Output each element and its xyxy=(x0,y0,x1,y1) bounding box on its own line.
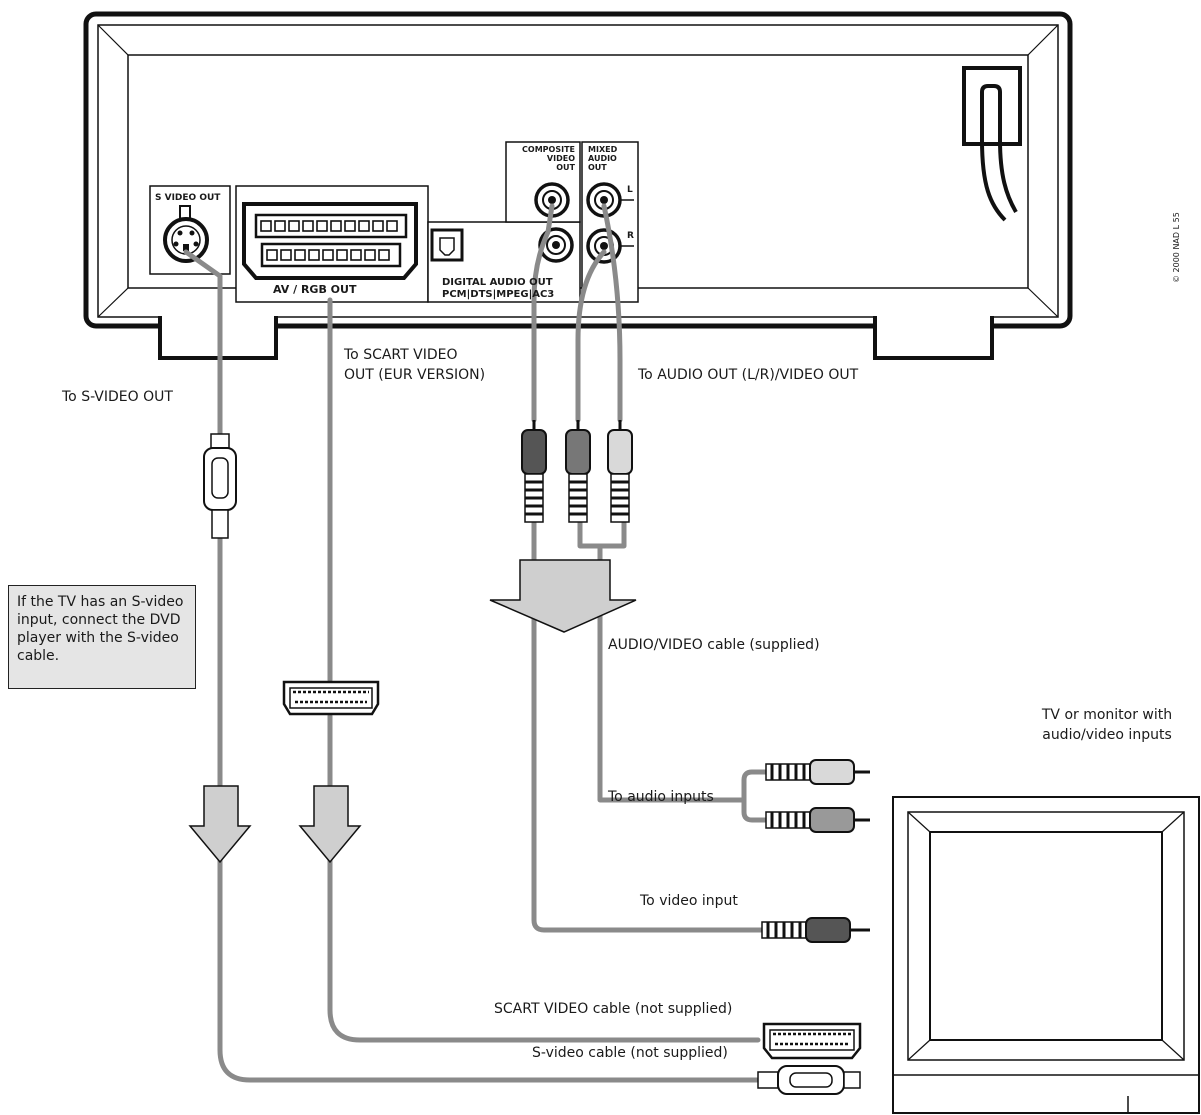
av-cable-label: AUDIO/VIDEO cable (supplied) xyxy=(608,637,820,653)
copyright-text: © 2000 NAD L 55 xyxy=(1172,212,1181,283)
composite-label-3: OUT xyxy=(556,163,575,172)
tv-plug-scart xyxy=(762,1022,862,1060)
mixed-audio-label-2: AUDIO xyxy=(588,154,617,163)
digital-audio-out-label: DIGITAL AUDIO OUT xyxy=(442,277,553,288)
tv-plug-video xyxy=(761,917,870,943)
audio-cable-right-top xyxy=(575,249,607,423)
composite-label-2: VIDEO xyxy=(546,154,575,163)
rca-plug-audio-white xyxy=(607,420,633,523)
channel-right-label: R xyxy=(627,231,634,241)
audio-cable-left-top xyxy=(601,203,623,423)
rca-plug-audio-red xyxy=(565,420,591,523)
scart-cable xyxy=(327,297,761,1043)
to-svideo-out-label: To S-VIDEO OUT xyxy=(62,389,173,405)
svideo-out-label: S VIDEO OUT xyxy=(155,193,221,203)
tv-monitor xyxy=(892,796,1200,1114)
tv-caption-line2: audio/video inputs xyxy=(1042,727,1172,743)
scart-out-port xyxy=(235,185,429,303)
svideo-plug-top xyxy=(203,433,237,539)
digital-audio-out-port xyxy=(427,221,581,303)
to-audio-inputs-label: To audio inputs xyxy=(608,789,714,805)
scart-cable-label: SCART VIDEO cable (not supplied) xyxy=(494,1001,733,1017)
composite-cable-down xyxy=(531,519,765,933)
mixed-audio-label-3: OUT xyxy=(588,163,607,172)
svideo-arrow xyxy=(188,785,252,864)
svideo-cable-label: S-video cable (not supplied) xyxy=(532,1045,728,1061)
svideo-note: If the TV has an S-video input, connect … xyxy=(8,585,196,689)
audio-branch xyxy=(741,769,769,823)
to-scart-label-line1: To SCART VIDEO xyxy=(344,347,458,363)
power-cord xyxy=(962,66,1022,222)
to-audio-video-out-label: To AUDIO OUT (L/R)/VIDEO OUT xyxy=(638,367,859,383)
audio-cable-down xyxy=(597,543,747,803)
tv-caption-line1: TV or monitor with xyxy=(1041,707,1173,723)
to-video-input-label: To video input xyxy=(640,893,738,909)
to-scart-label-line2: OUT (EUR VERSION) xyxy=(344,367,486,383)
composite-video-out-port xyxy=(505,141,581,223)
digital-formats-label: PCM|DTS|MPEG|AC3 xyxy=(442,289,555,300)
audio-join xyxy=(577,519,627,549)
composite-label-1: COMPOSITE xyxy=(522,145,575,154)
scart-arrow xyxy=(298,785,362,864)
tv-plug-audio-2 xyxy=(765,807,870,833)
av-rgb-out-label: AV / RGB OUT xyxy=(273,283,357,296)
tv-plug-audio-1 xyxy=(765,759,870,785)
tv-plug-svideo xyxy=(757,1065,861,1095)
composite-cable-top xyxy=(531,203,555,423)
channel-left-label: L xyxy=(627,185,633,195)
svideo-out-port xyxy=(149,185,231,275)
mixed-audio-label-1: MIXED xyxy=(588,145,618,154)
scart-plug-mid xyxy=(282,680,380,716)
rca-plug-video xyxy=(521,420,547,523)
av-cable-arrow xyxy=(489,559,637,633)
